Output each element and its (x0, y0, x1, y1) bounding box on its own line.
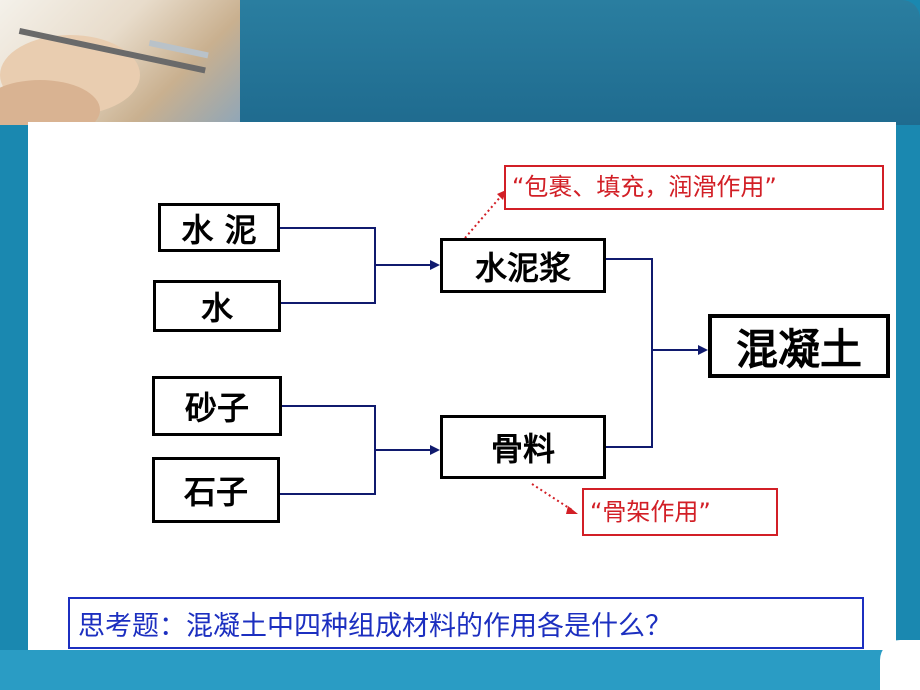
arrow-to-concrete (698, 345, 708, 355)
cement-paste-box: 水泥浆 (440, 238, 606, 293)
dotted-pointer-paste (464, 194, 503, 239)
stone-box: 石子 (152, 457, 280, 523)
header-photo (0, 0, 240, 125)
connector-cement (280, 227, 376, 304)
aggregate-box: 骨料 (440, 415, 606, 479)
connector-paste-out (605, 258, 653, 448)
sand-box: 砂子 (152, 376, 282, 436)
footer-corner (880, 640, 920, 690)
arrow-to-aggregate (430, 445, 440, 455)
concrete-box: 混凝土 (708, 314, 890, 378)
hand-pen-image (0, 28, 209, 125)
arrow-to-paste (430, 260, 440, 270)
paste-role-note: “包裹、填充，润滑作用” (504, 165, 884, 210)
connector-sand (280, 405, 376, 495)
discussion-question: 思考题：混凝土中四种组成材料的作用各是什么？ (68, 597, 864, 649)
footer-strip (0, 650, 920, 690)
aggregate-role-note: “骨架作用” (582, 488, 778, 536)
water-box: 水 (153, 280, 281, 332)
dotted-pointer-aggregate (531, 483, 573, 511)
cement-box: 水 泥 (158, 203, 280, 252)
